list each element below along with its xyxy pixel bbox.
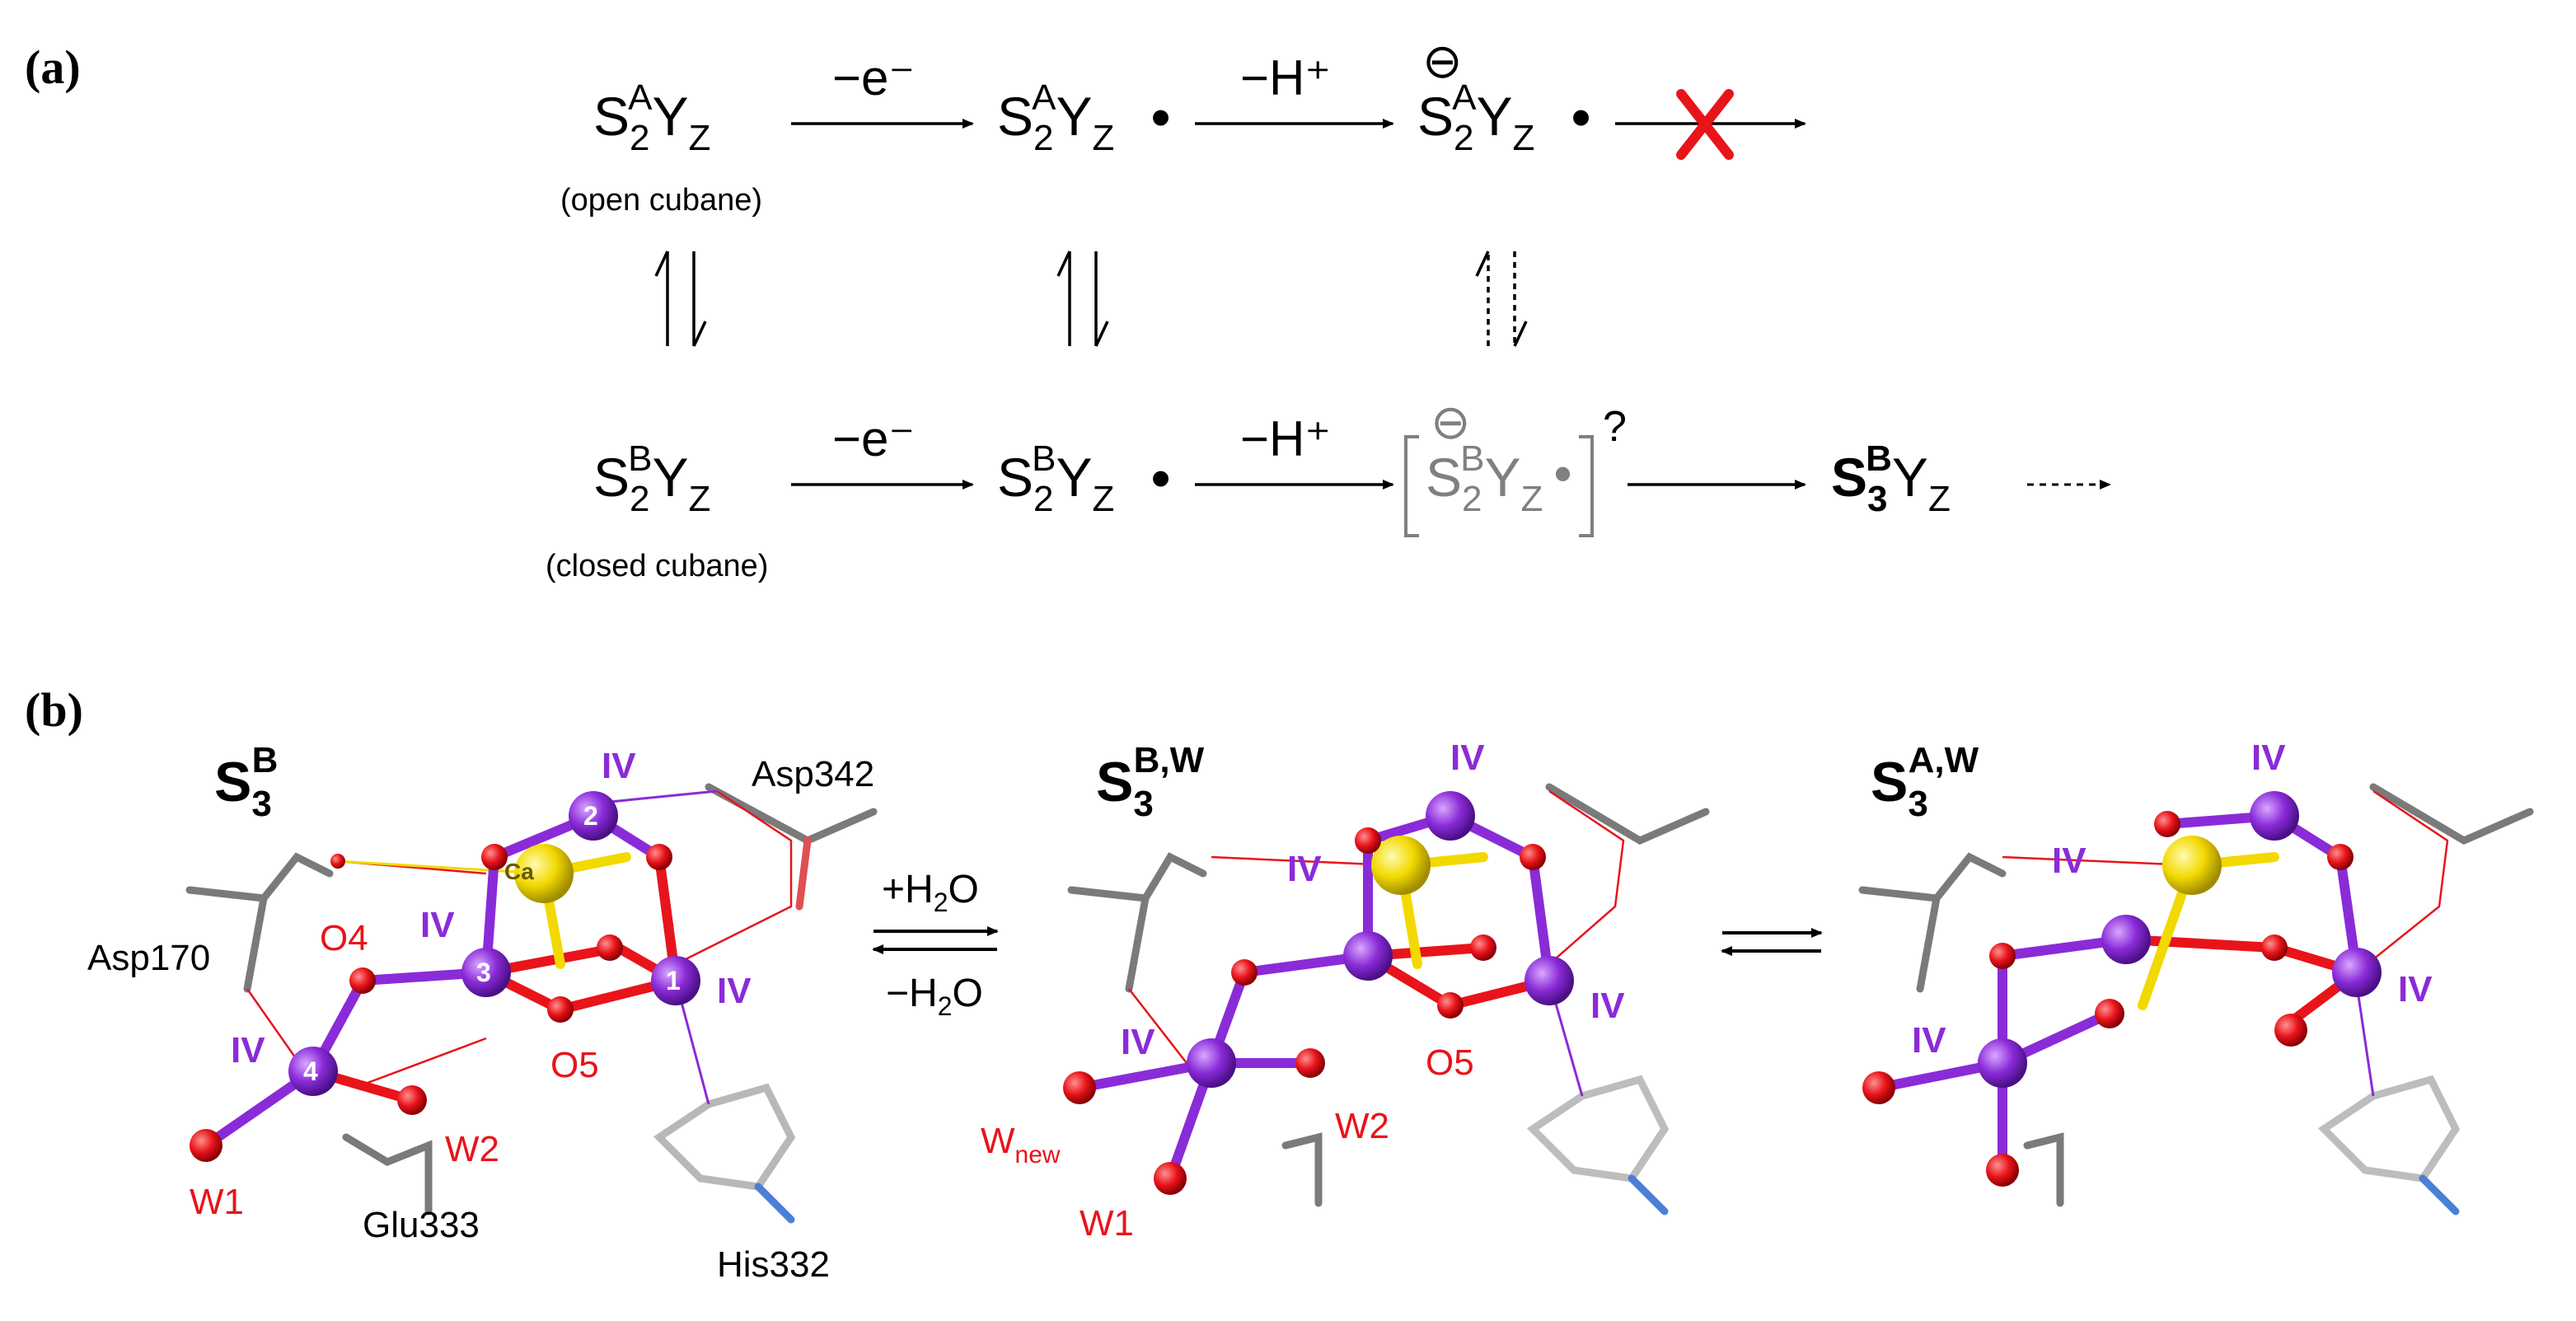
label-mn1: 1 — [666, 966, 681, 995]
label-minus-water: −H2O — [886, 972, 983, 1022]
anion-sign-top: ⊖ — [1422, 35, 1463, 88]
label-w2: W2 — [445, 1129, 499, 1169]
label-ox-mn4-bw: IV — [1121, 1022, 1155, 1062]
step-label-deprotonation-bottom: −H⁺ — [1240, 411, 1332, 466]
glu333-sticks — [342, 1133, 433, 1216]
label-ox-mn1: IV — [717, 971, 752, 1011]
label-ox-mn2-bw: IV — [1450, 738, 1485, 778]
label-o5: O5 — [550, 1045, 599, 1085]
label-plus-water: +H2O — [882, 868, 979, 918]
anion-sign-bottom: ⊖ — [1431, 396, 1471, 449]
label-asp342: Asp342 — [752, 754, 875, 794]
tentative-brackets — [1404, 435, 1594, 537]
asp170-sticks — [185, 852, 334, 993]
title-s3b: S3B — [214, 739, 279, 824]
title-s3aw: S3A,W — [1871, 739, 1979, 824]
structure-s3b — [185, 783, 878, 1224]
step-label-oxidation-bottom: −e⁻ — [832, 411, 916, 466]
equilibrium-arrow-2 — [1056, 251, 1109, 347]
title-s3bw: S3B,W — [1096, 739, 1205, 824]
label-ox-mn2-aw: IV — [2251, 738, 2286, 778]
panel-label-b: (b) — [25, 683, 83, 737]
isomer-equilibrium-arrows — [1721, 928, 1823, 956]
label-mn3: 3 — [476, 958, 491, 987]
panel-label-a: (a) — [25, 40, 81, 94]
radical-dot-bottom-2: • — [1554, 446, 1572, 501]
label-w2-bw: W2 — [1335, 1106, 1389, 1146]
label-ox-mn3-bw: IV — [1287, 849, 1322, 889]
label-asp170: Asp170 — [87, 938, 211, 978]
label-ox-mn1-aw: IV — [2398, 969, 2433, 1009]
label-ox-mn2: IV — [602, 746, 636, 786]
label-ox-mn4-aw: IV — [1912, 1020, 1946, 1061]
radical-dot-top-2: • — [1571, 87, 1591, 148]
label-w1: W1 — [190, 1182, 244, 1222]
equilibrium-arrow-3-tentative — [1475, 251, 1528, 347]
his332-ring — [653, 1083, 796, 1224]
label-ox-mn3: IV — [420, 905, 455, 945]
label-closed-cubane: (closed cubane) — [546, 549, 769, 583]
label-o5-bw: O5 — [1426, 1042, 1474, 1083]
label-w1-bw: W1 — [1080, 1203, 1134, 1244]
species-s2a-yz-radical: S2AYZ — [997, 77, 1115, 159]
label-ox-mn4: IV — [231, 1030, 265, 1070]
label-his332: His332 — [717, 1244, 830, 1285]
species-s2a-anion-yz-radical: S2AYZ — [1417, 77, 1535, 159]
step-label-deprotonation-top: −H⁺ — [1240, 50, 1332, 105]
asp342-sticks — [705, 783, 878, 911]
equilibrium-arrow-1 — [654, 251, 707, 347]
step-label-oxidation-top: −e⁻ — [832, 50, 916, 105]
label-mn4: 4 — [303, 1056, 318, 1086]
species-s2b-yz-radical: S2BYZ — [997, 438, 1115, 520]
water-equilibrium-arrows — [872, 926, 999, 954]
structure-s3bw — [1063, 783, 1710, 1216]
species-s3b-yz: S3BYZ — [1831, 438, 1951, 520]
label-ox-mn3-aw: IV — [2052, 841, 2087, 881]
structure-s3aw — [1858, 783, 2534, 1216]
label-o4: O4 — [320, 918, 368, 958]
blocked-cross-icon — [1676, 89, 1734, 160]
label-mn2: 2 — [583, 801, 598, 831]
radical-dot-top-1: • — [1151, 87, 1171, 148]
label-wnew-bw: Wnew — [981, 1121, 1061, 1169]
label-ox-mn1-bw: IV — [1590, 986, 1625, 1026]
species-s2b-anion-yz-radical-tentative: S2BYZ — [1426, 438, 1543, 520]
label-ca: Ca — [504, 859, 534, 884]
radical-dot-bottom-1: • — [1151, 447, 1171, 508]
label-glu333: Glu333 — [363, 1205, 480, 1245]
species-s2b-yz: S2BYZ — [593, 438, 711, 520]
question-mark: ? — [1603, 403, 1627, 451]
species-s2a-yz: S2AYZ — [593, 77, 711, 159]
label-open-cubane: (open cubane) — [560, 183, 763, 218]
